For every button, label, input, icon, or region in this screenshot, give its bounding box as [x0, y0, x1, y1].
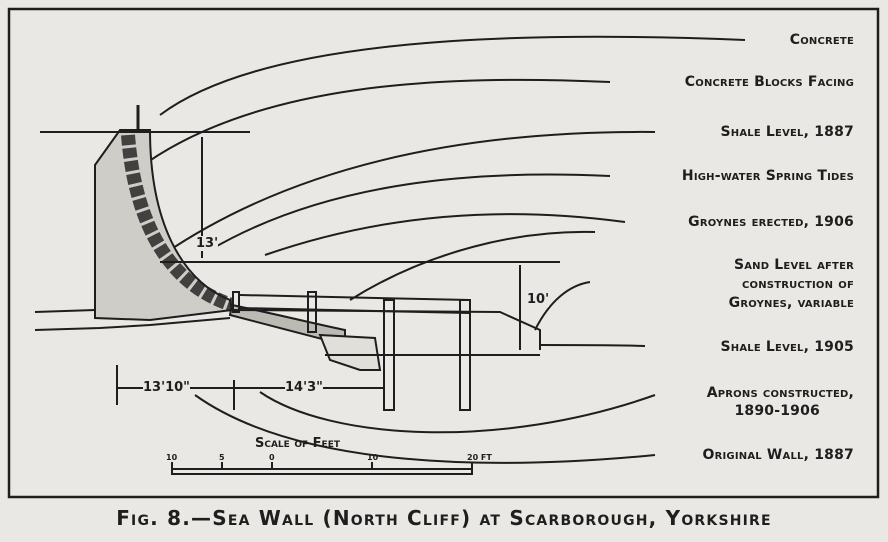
leader-lines [104, 35, 746, 464]
figure-frame [7, 7, 880, 499]
wall-section [94, 105, 382, 371]
label-concrete: Concrete [789, 32, 854, 48]
scale-tick: 10 [367, 453, 379, 462]
scale-tick: 20 FT [467, 453, 492, 462]
figure-caption: Fig. 8.—Sea Wall (North Cliff) at Scarbo… [116, 506, 772, 530]
label-original-wall: Original Wall, 1887 [702, 447, 854, 463]
scale-tick: 0 [269, 453, 275, 462]
scale-title: Scale of Feet [255, 436, 340, 451]
label-aprons-1: Aprons constructed, [706, 385, 854, 401]
label-high-water-spring-tides: High-water Spring Tides [681, 168, 854, 184]
label-sand-level-2: construction of [741, 276, 854, 292]
label-concrete-blocks-facing: Concrete Blocks Facing [684, 74, 854, 90]
dimension-14ft-3in: 14'3" [285, 380, 323, 395]
label-sand-level-1: Sand Level after [733, 257, 854, 273]
dimension-10ft: 10' [527, 292, 550, 307]
label-sand-level-3: Groynes, variable [728, 295, 854, 311]
levels [34, 131, 560, 411]
label-shale-level-1887: Shale Level, 1887 [720, 124, 854, 140]
scale-bar [171, 462, 473, 475]
dimension-13ft: 13' [196, 236, 219, 251]
scale-tick: 10 [166, 453, 178, 462]
label-aprons-2: 1890-1906 [734, 403, 820, 419]
dimension-13ft-10in: 13'10" [143, 380, 190, 395]
label-shale-level-1905: Shale Level, 1905 [720, 339, 854, 355]
scale-tick: 5 [219, 453, 225, 462]
label-groynes-erected: Groynes erected, 1906 [688, 214, 854, 230]
